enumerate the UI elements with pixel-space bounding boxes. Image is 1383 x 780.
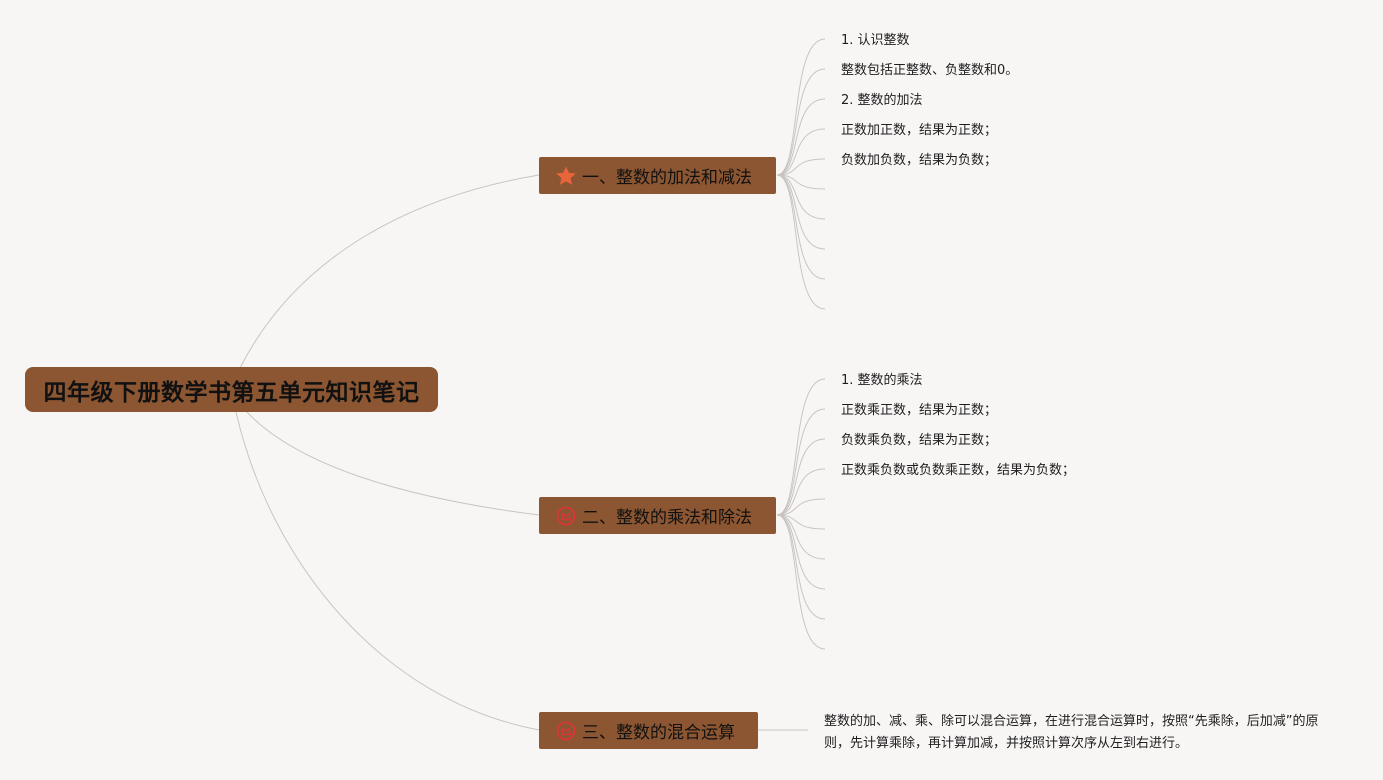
- connector-leaf: [776, 174, 826, 250]
- connector-leaf: [776, 128, 826, 176]
- connector-leaf: [776, 514, 826, 530]
- connector-leaf: [776, 98, 826, 176]
- connector-root-branch-2: [244, 409, 540, 516]
- root-topic[interactable]: 四年级下册数学书第五单元知识笔记: [25, 367, 438, 412]
- leaf-topic[interactable]: 1. 认识整数: [841, 33, 910, 48]
- connector-root-branch-3: [235, 411, 540, 731]
- connector-leaf: [776, 468, 826, 516]
- connector-leaf: [776, 174, 826, 310]
- connector-leaf: [776, 158, 826, 176]
- leaf-topic[interactable]: 正数乘负数或负数乘正数，结果为负数；: [841, 463, 1076, 478]
- connector-leaf: [776, 514, 826, 620]
- branch-label: 三、整数的混合运算: [582, 723, 735, 743]
- connector-leaf: [776, 408, 826, 516]
- badge-icon: [556, 721, 576, 740]
- leaf-topic[interactable]: 负数乘负数，结果为正数；: [841, 433, 998, 448]
- connector-leaf: [776, 38, 826, 176]
- branch-addition-subtraction[interactable]: 一、整数的加法和减法: [539, 157, 776, 194]
- connector-leaf: [776, 498, 826, 516]
- connector-root-branch-1: [239, 174, 540, 369]
- branch-multiplication-division[interactable]: 二、整数的乘法和除法: [539, 497, 776, 534]
- root-topic-label: 四年级下册数学书第五单元知识笔记: [43, 379, 420, 406]
- connector-leaf: [776, 174, 826, 190]
- connector-leaf: [776, 174, 826, 280]
- leaf-note[interactable]: 整数的加、减、乘、除可以混合运算，在进行混合运算时，按照“先乘除，后加减”的原则…: [824, 714, 1319, 751]
- leaf-topic[interactable]: 正数加正数，结果为正数；: [841, 123, 998, 138]
- branch-mixed-operations[interactable]: 三、整数的混合运算: [539, 712, 758, 749]
- branch-label: 一、整数的加法和减法: [582, 168, 752, 188]
- connector-leaf: [776, 514, 826, 590]
- connector-leaf: [776, 438, 826, 516]
- connector-leaf: [776, 174, 826, 220]
- leaf-topic[interactable]: 负数加负数，结果为负数；: [841, 153, 998, 168]
- leaf-topic[interactable]: 正数乘正数，结果为正数；: [841, 403, 998, 418]
- star-icon: [556, 166, 576, 185]
- connector-leaf: [776, 378, 826, 516]
- leaf-topic[interactable]: 2. 整数的加法: [841, 93, 923, 108]
- connector-leaf: [776, 68, 826, 176]
- connector-leaf: [776, 514, 826, 560]
- leaf-topic[interactable]: 整数包括正整数、负整数和0。: [841, 63, 1019, 78]
- badge-icon: [556, 506, 576, 525]
- connector-leaf: [776, 514, 826, 650]
- leaf-topic[interactable]: 1. 整数的乘法: [841, 373, 923, 388]
- branch-label: 二、整数的乘法和除法: [582, 508, 752, 528]
